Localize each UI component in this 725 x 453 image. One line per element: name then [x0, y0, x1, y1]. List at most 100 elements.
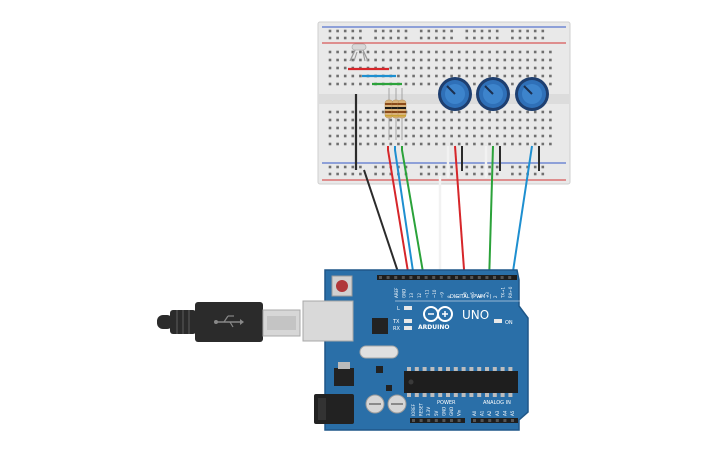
breadboard-hole	[488, 58, 491, 62]
rail-hole	[518, 172, 522, 176]
wire-black-gnd	[363, 169, 401, 279]
breadboard-hole	[343, 50, 347, 54]
digital-pin-label: GND	[402, 289, 407, 298]
breadboard-hole	[526, 126, 529, 130]
rail-hole	[359, 36, 362, 40]
chip-pin	[446, 393, 450, 397]
breadboard-hole	[511, 74, 514, 78]
breadboard-hole	[381, 58, 385, 62]
digital-header-hole	[386, 276, 390, 279]
voltage-regulator	[334, 368, 354, 386]
digital-header-hole	[493, 276, 496, 279]
rail-hole	[533, 165, 537, 169]
breadboard-hole	[435, 82, 438, 86]
power-pin-label: GND	[449, 407, 454, 416]
potentiometer-2[interactable]	[476, 77, 510, 111]
led-on-label: ON	[505, 320, 513, 326]
breadboard-hole	[359, 118, 362, 122]
breadboard-hole	[450, 58, 453, 62]
digital-pin-label: AREF	[394, 287, 399, 298]
breadboard-hole	[518, 110, 522, 114]
breadboard-hole	[336, 110, 339, 114]
breadboard-hole	[465, 126, 469, 130]
rail-hole	[473, 165, 476, 169]
breadboard-hole	[480, 118, 484, 122]
digital-header-hole	[401, 276, 405, 279]
breadboard-hole	[427, 66, 431, 70]
breadboard-hole	[526, 50, 529, 54]
led-l-label: L	[397, 306, 400, 312]
breadboard-hole	[404, 50, 408, 54]
rail-hole	[533, 36, 537, 40]
rail-hole	[488, 36, 491, 40]
breadboard-hole	[404, 58, 408, 62]
analog-pin-label: A2	[487, 410, 492, 416]
breadboard-hole	[526, 58, 529, 62]
potentiometer-3[interactable]	[515, 77, 549, 111]
breadboard-hole	[397, 134, 400, 138]
breadboard-hole	[549, 82, 552, 86]
breadboard-hole	[412, 142, 415, 146]
arduino-brand-label: ARDUINO	[418, 324, 449, 331]
breadboard-hole	[526, 66, 529, 70]
chip-pin	[453, 393, 458, 397]
rail-hole	[419, 172, 423, 176]
potentiometer-1[interactable]	[438, 77, 472, 111]
reset-button[interactable]	[336, 280, 348, 292]
breadboard-hole	[442, 50, 446, 54]
led-l	[404, 306, 412, 310]
power-pin-label: 5V	[434, 410, 439, 416]
analog-pin-label: A5	[510, 410, 515, 416]
breadboard-hole	[495, 126, 499, 130]
breadboard-hole	[343, 110, 347, 114]
breadboard-hole	[366, 82, 370, 86]
power-pin-label: RESET	[419, 403, 424, 416]
breadboard-hole	[473, 74, 476, 78]
chip-pin	[492, 393, 497, 397]
rail-hole	[541, 165, 545, 169]
breadboard-hole	[366, 118, 370, 122]
chip-pin	[446, 367, 450, 371]
chip-pin	[422, 367, 427, 371]
rail-hole	[427, 172, 431, 176]
breadboard-hole	[488, 126, 491, 130]
chip-pin	[414, 367, 419, 371]
digital-pin-label: 8	[447, 295, 452, 298]
breadboard-hole	[435, 118, 438, 122]
breadboard-hole	[526, 110, 529, 114]
digital-header-hole	[462, 276, 466, 279]
digital-header-hole	[508, 276, 512, 279]
rail-hole	[465, 172, 469, 176]
breadboard-hole	[495, 50, 499, 54]
breadboard-hole	[473, 50, 476, 54]
analog-header-hole	[473, 419, 476, 422]
breadboard-hole	[503, 66, 507, 70]
chip-pin	[508, 393, 513, 397]
breadboard-hole	[435, 126, 438, 130]
led-on	[494, 319, 502, 323]
rail-hole	[442, 36, 446, 40]
breadboard-hole	[328, 118, 332, 122]
breadboard-hole	[404, 118, 408, 122]
chip-pin	[500, 367, 505, 371]
digital-pin-label: ~6	[462, 292, 467, 298]
led-tx-label: TX	[392, 319, 400, 325]
digital-header-hole	[439, 276, 443, 279]
rail-hole	[473, 172, 476, 176]
analog-header-hole	[495, 419, 499, 422]
rail-hole	[389, 36, 393, 40]
breadboard-hole	[465, 74, 469, 78]
breadboard-hole	[511, 110, 514, 114]
breadboard-hole	[427, 142, 431, 146]
breadboard-hole	[351, 74, 355, 78]
rail-hole	[419, 36, 423, 40]
breadboard-hole	[359, 82, 362, 86]
analog-pin-label: A4	[502, 410, 507, 416]
breadboard-hole	[419, 66, 423, 70]
rail-hole	[511, 29, 514, 33]
power-pin-label: GND	[441, 407, 446, 416]
breadboard-hole	[442, 126, 446, 130]
breadboard-hole	[419, 50, 423, 54]
